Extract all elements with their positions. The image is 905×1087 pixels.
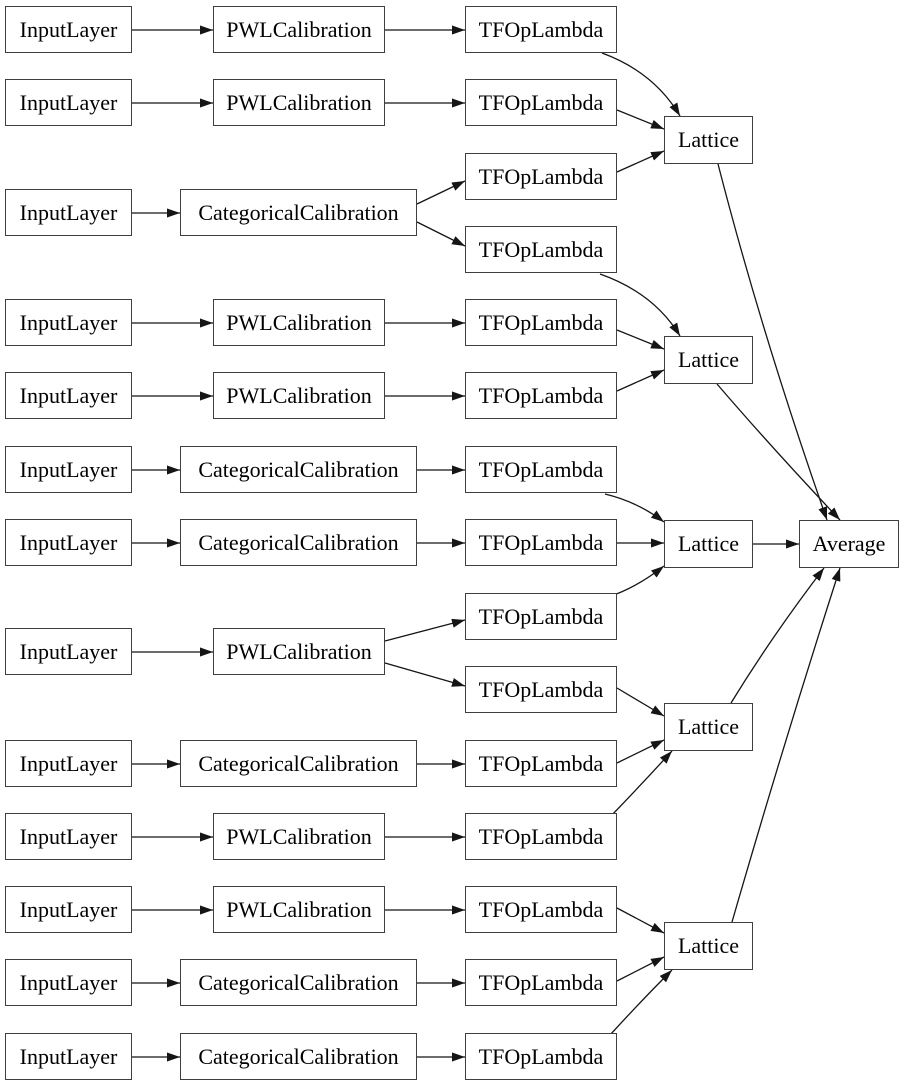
node-tf-op-lambda-5: TFOpLambda [465, 372, 617, 419]
edge-tfl3a-lattice1 [616, 150, 665, 173]
edge-cal8-tfl8a [384, 618, 466, 642]
node-input-layer-4: InputLayer [5, 299, 132, 346]
node-input-layer-1: InputLayer [5, 6, 132, 53]
node-lattice-4: Lattice [664, 703, 753, 751]
edge-lattice2-average [716, 383, 841, 521]
node-tf-op-lambda-12: TFOpLambda [465, 959, 617, 1006]
node-tf-op-lambda-13: TFOpLambda [465, 1033, 617, 1080]
node-input-layer-8: InputLayer [5, 628, 132, 675]
edge-cal3-tfl3a [416, 180, 466, 205]
node-input-layer-13: InputLayer [5, 1033, 132, 1080]
node-lattice-1: Lattice [664, 116, 753, 164]
edge-tfl9-lattice4 [616, 739, 665, 764]
node-categorical-calibration-3: CategoricalCalibration [180, 189, 417, 236]
edge-tfl11-lattice5 [616, 907, 665, 934]
edge-tfl2-lattice1 [616, 109, 665, 130]
node-tf-op-lambda-8b: TFOpLambda [465, 666, 617, 713]
edge-cal3-tfl3b [416, 221, 466, 247]
node-pwl-calibration-2: PWLCalibration [213, 79, 385, 126]
node-pwl-calibration-4: PWLCalibration [213, 299, 385, 346]
edge-cal8-tfl8b [384, 662, 466, 687]
node-tf-op-lambda-9: TFOpLambda [465, 740, 617, 787]
node-input-layer-5: InputLayer [5, 372, 132, 419]
edge-tfl5-lattice2 [616, 369, 665, 392]
node-input-layer-9: InputLayer [5, 740, 132, 787]
edge-tfl1-lattice1 [601, 52, 681, 117]
edge-lattice4-average [730, 567, 825, 704]
node-lattice-3: Lattice [664, 520, 753, 568]
node-input-layer-12: InputLayer [5, 959, 132, 1006]
node-tf-op-lambda-8a: TFOpLambda [465, 593, 617, 640]
edge-lattice5-average [731, 567, 841, 923]
node-pwl-calibration-5: PWLCalibration [213, 372, 385, 419]
node-categorical-calibration-7: CategoricalCalibration [180, 519, 417, 566]
node-tf-op-lambda-7: TFOpLambda [465, 519, 617, 566]
node-pwl-calibration-1: PWLCalibration [213, 6, 385, 53]
edge-lattice1-average [717, 163, 828, 521]
node-categorical-calibration-12: CategoricalCalibration [180, 959, 417, 1006]
node-tf-op-lambda-4: TFOpLambda [465, 299, 617, 346]
node-tf-op-lambda-10: TFOpLambda [465, 813, 617, 860]
node-tf-op-lambda-3a: TFOpLambda [465, 153, 617, 200]
node-tf-op-lambda-6: TFOpLambda [465, 446, 617, 493]
edge-tfl8b-lattice4 [616, 687, 665, 717]
edge-tfl4-lattice2 [616, 329, 665, 350]
node-pwl-calibration-11: PWLCalibration [213, 886, 385, 933]
node-tf-op-lambda-1: TFOpLambda [465, 6, 617, 53]
edge-tfl3b-lattice2 [599, 273, 681, 337]
node-categorical-calibration-13: CategoricalCalibration [180, 1033, 417, 1080]
node-lattice-5: Lattice [664, 922, 753, 970]
node-tf-op-lambda-2: TFOpLambda [465, 79, 617, 126]
node-average: Average [799, 520, 899, 568]
node-categorical-calibration-6: CategoricalCalibration [180, 446, 417, 493]
node-pwl-calibration-8: PWLCalibration [213, 628, 385, 675]
node-pwl-calibration-10: PWLCalibration [213, 813, 385, 860]
node-tf-op-lambda-3b: TFOpLambda [465, 226, 617, 273]
node-input-layer-3: InputLayer [5, 189, 132, 236]
node-input-layer-10: InputLayer [5, 813, 132, 860]
edge-tfl10-lattice4 [609, 750, 673, 818]
node-input-layer-6: InputLayer [5, 446, 132, 493]
edge-tfl6-lattice3 [604, 493, 665, 523]
node-input-layer-2: InputLayer [5, 79, 132, 126]
edge-tfl12-lattice5 [616, 956, 665, 982]
edge-tfl13-lattice5 [609, 969, 673, 1036]
node-categorical-calibration-9: CategoricalCalibration [180, 740, 417, 787]
node-lattice-2: Lattice [664, 336, 753, 384]
node-tf-op-lambda-11: TFOpLambda [465, 886, 617, 933]
node-input-layer-11: InputLayer [5, 886, 132, 933]
node-input-layer-7: InputLayer [5, 519, 132, 566]
